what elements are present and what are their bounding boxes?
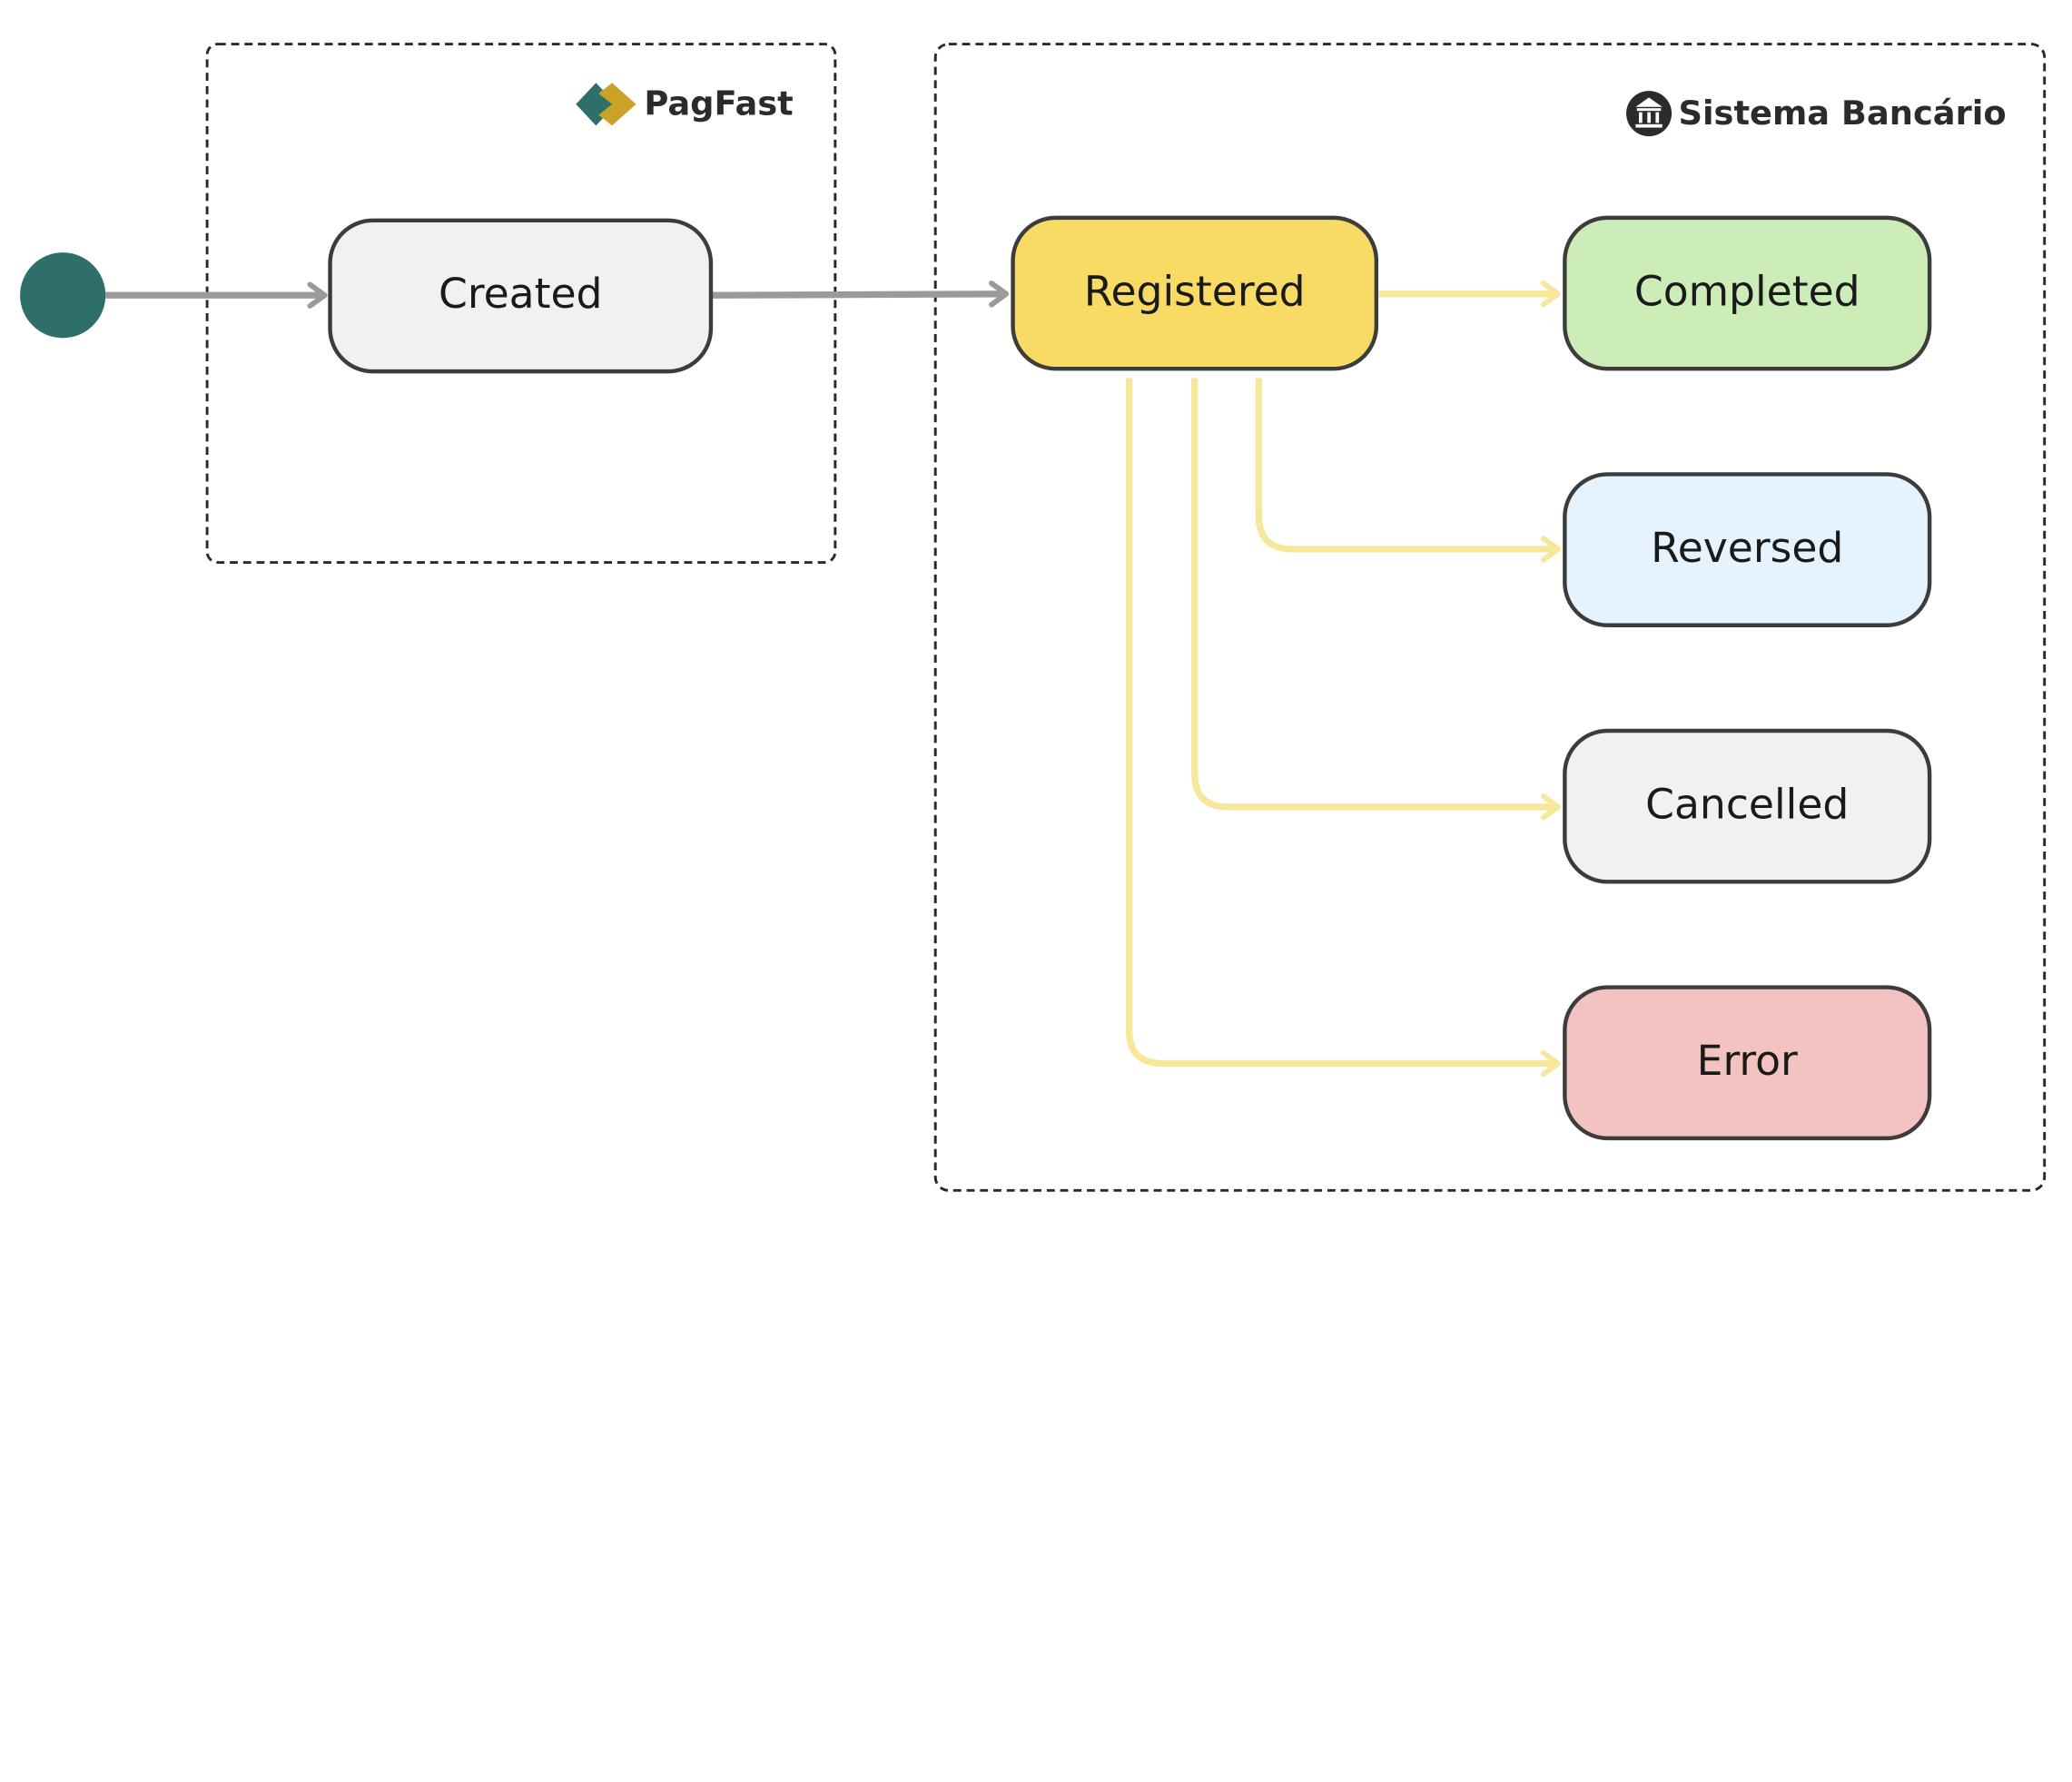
state-error: Error	[1563, 985, 1932, 1141]
registered-to-error-arrow	[1125, 378, 1561, 1078]
state-error-label: Error	[1697, 1037, 1798, 1085]
state-reversed: Reversed	[1563, 472, 1932, 627]
created-to-registered-arrow	[712, 281, 1010, 308]
state-registered-box	[1011, 215, 1379, 371]
state-registered: Registered	[1011, 215, 1379, 371]
state-created: Created	[328, 218, 714, 374]
pagfast-label: PagFast	[644, 84, 793, 123]
pagfast-logo-icon	[576, 83, 636, 126]
bank-label: Sistema Bancário	[1678, 94, 2006, 133]
registered-to-reversed-arrow	[1255, 378, 1561, 563]
state-completed: Completed	[1563, 215, 1932, 371]
state-completed-box	[1563, 215, 1932, 371]
registered-to-cancelled-arrow	[1191, 378, 1561, 821]
bank-icon	[1626, 91, 1672, 137]
state-created-box	[328, 218, 714, 374]
state-cancelled-box	[1563, 728, 1932, 884]
state-reversed-box	[1563, 472, 1932, 627]
pagfast-group-box	[205, 43, 837, 565]
state-registered-label: Registered	[1084, 267, 1306, 315]
state-diagram: PagFast Sistema Bancário Created Registe…	[20, 43, 2047, 1192]
state-completed-label: Completed	[1634, 267, 1860, 315]
bank-group-box	[933, 43, 2047, 1192]
state-cancelled-label: Cancelled	[1645, 780, 1849, 828]
state-cancelled: Cancelled	[1563, 728, 1932, 884]
state-error-box	[1563, 985, 1932, 1141]
state-reversed-label: Reversed	[1651, 524, 1843, 572]
initial-state-node	[20, 252, 106, 339]
state-created-label: Created	[439, 270, 602, 318]
